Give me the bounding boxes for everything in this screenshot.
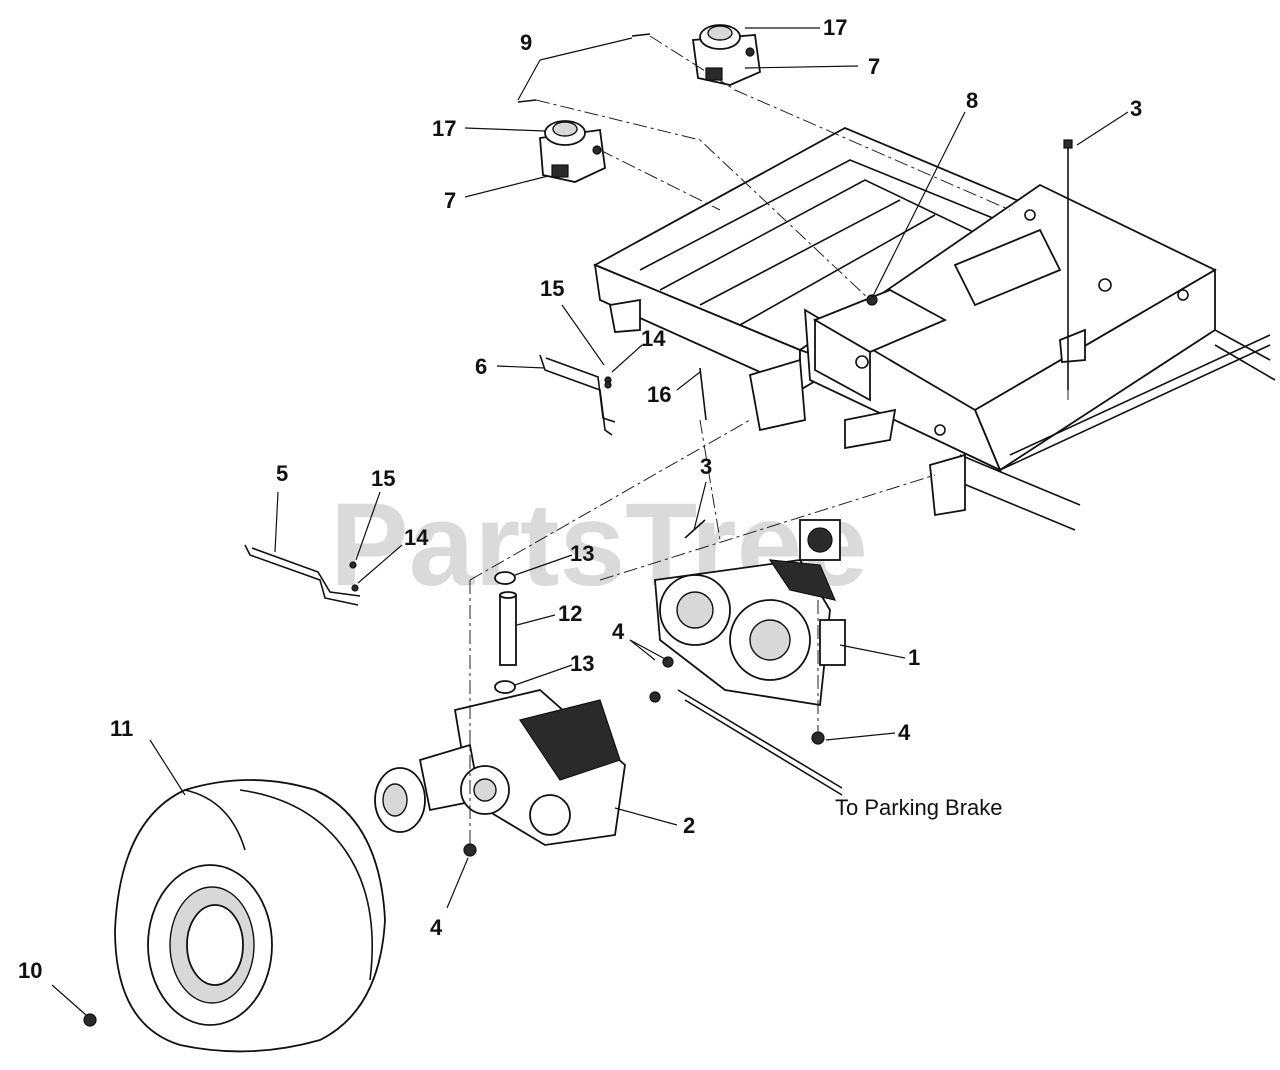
bracket-6 [539,354,613,436]
wheel-11 [114,779,386,1053]
callout-14-upper: 14 [641,326,666,351]
callout-11: 11 [110,716,133,741]
callout-5: 5 [276,461,288,486]
bracket-5 [244,544,359,606]
callout-14-lower: 14 [404,525,429,550]
parking-brake-note: To Parking Brake [835,795,1003,820]
callout-4-right: 4 [898,720,911,745]
bolt-3-lower [684,519,706,539]
callout-3-upper: 3 [1130,96,1142,121]
callout-17-front: 17 [432,116,456,141]
bolt-9-rear [631,33,651,37]
callout-9: 9 [520,30,532,55]
callout-15-lower: 15 [371,466,395,491]
bolt-16 [699,367,707,421]
callout-13-lower: 13 [570,651,594,676]
callout-4-bottom: 4 [430,915,443,940]
control-housing-rear [691,24,761,86]
nut-4-c [463,843,477,857]
callout-15-upper: 15 [540,276,564,301]
nut-10 [83,1013,97,1027]
callout-12: 12 [558,601,582,626]
callout-1: 1 [908,645,920,670]
washer-13-upper [494,571,516,585]
nut-4-a [649,691,661,703]
chassis-frame [592,127,1276,531]
callout-2: 2 [683,813,695,838]
callout-17-rear: 17 [823,15,847,40]
callout-8: 8 [966,88,978,113]
callout-10: 10 [18,958,42,983]
tube-12 [499,594,517,666]
callout-13-upper: 13 [570,541,594,566]
callout-6: 6 [475,354,487,379]
callout-3-lower: 3 [700,454,712,479]
callout-4-left: 4 [612,619,625,644]
callout-7-rear: 7 [868,54,880,79]
callout-7-front: 7 [444,188,456,213]
callout-16: 16 [647,382,671,407]
transaxle-1 [654,519,846,707]
bolt-9-front [517,99,537,103]
control-housing-front [539,120,606,183]
washer-13-lower [494,680,516,694]
transaxle-2 [374,689,626,846]
parking-brake-rod [677,689,843,789]
